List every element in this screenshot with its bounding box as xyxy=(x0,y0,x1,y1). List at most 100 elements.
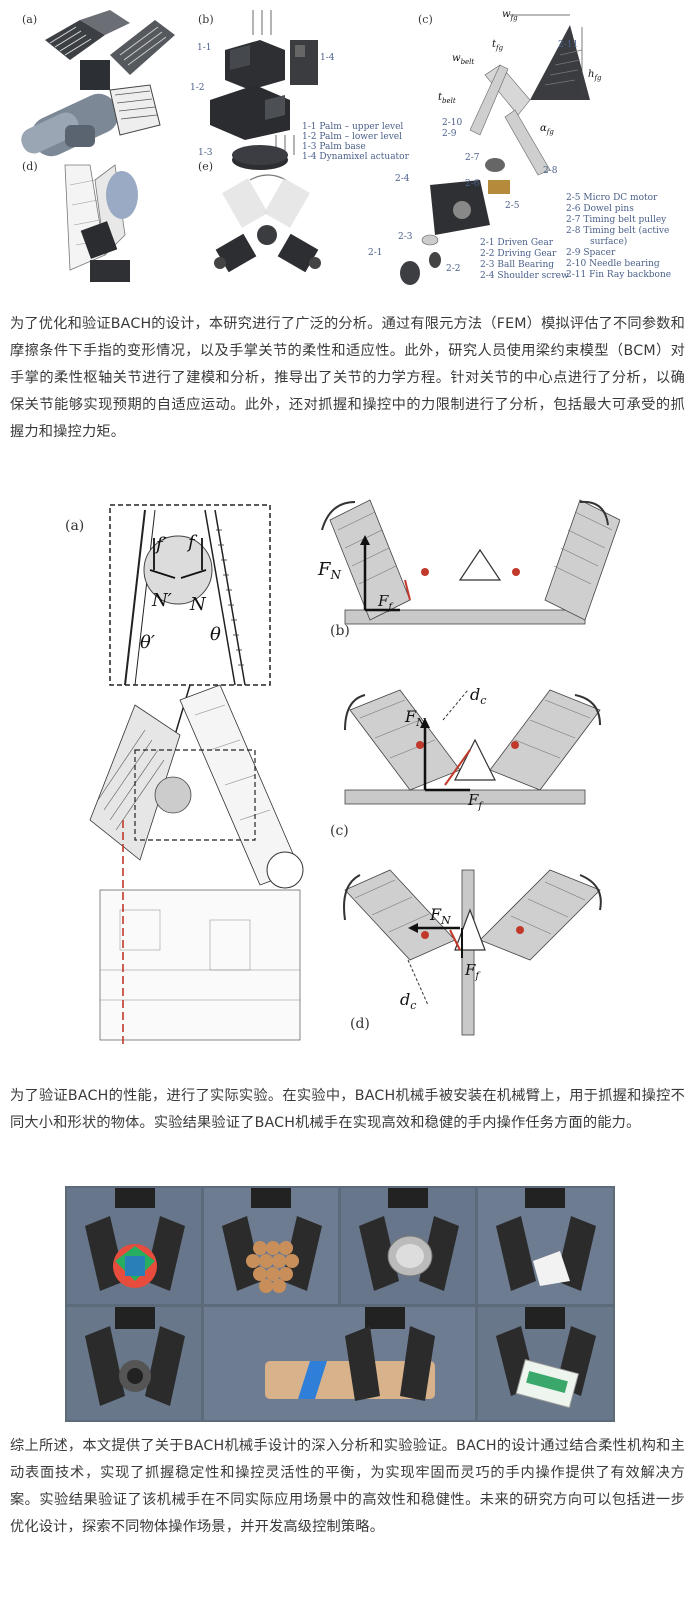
b-part-1-2: 1-2 xyxy=(190,83,205,93)
ff-b-sub: f xyxy=(387,602,394,613)
c-legend-r-7: 2-10 Needle bearing xyxy=(566,259,660,269)
c-part-2-4: 2-4 xyxy=(395,174,410,184)
fig2-label-b: (b) xyxy=(330,623,350,639)
dim-t-belt-sub: belt xyxy=(442,97,456,105)
dim-w-belt: w xyxy=(452,53,461,64)
dim-w-fg: w xyxy=(502,9,511,20)
ff-c: F xyxy=(467,791,479,809)
c-part-2-10: 2-10 xyxy=(442,118,462,128)
ff-c-sub: f xyxy=(477,801,484,812)
ff-b: F xyxy=(377,592,389,610)
panel-e-rotation-render: (e) xyxy=(198,160,321,273)
dc-d-sub: c xyxy=(410,999,416,1012)
c-legend-r-8: 2-11 Fin Ray backbone xyxy=(566,270,671,280)
svg-text:wbelt: wbelt xyxy=(452,53,474,66)
fig1-label-c: (c) xyxy=(418,13,433,26)
dim-alpha-fg: α xyxy=(540,123,547,134)
c-part-2-1: 2-1 xyxy=(368,248,383,258)
ff-d: F xyxy=(464,961,476,979)
panel-b-force-diagram: FN Ff (b) xyxy=(317,499,620,639)
fn-c: F xyxy=(404,707,417,726)
svg-text:αfg: αfg xyxy=(540,123,554,136)
paragraph-analysis: 为了优化和验证BACH的设计，本研究进行了广泛的分析。通过有限元方法（FEM）模… xyxy=(10,316,685,440)
fig1-label-d: (d) xyxy=(22,160,38,173)
dim-t-fg-sub: fg xyxy=(495,44,504,52)
photo-tissue-box xyxy=(478,1307,613,1420)
dim-w-belt-sub: belt xyxy=(461,58,475,66)
svg-text:Ff: Ff xyxy=(464,961,481,982)
dim-alpha-fg-sub: fg xyxy=(546,128,555,136)
c-legend-r-4: 2-8 Timing belt (active xyxy=(566,225,669,236)
fig1-label-e: (e) xyxy=(198,160,213,173)
photo-rubik-ball xyxy=(67,1188,201,1304)
panel-c-force-diagram: FN dc Ff (c) xyxy=(330,685,601,839)
label-f-prime: f′ xyxy=(154,534,167,555)
svg-text:hfg: hfg xyxy=(588,69,602,82)
b-legend-2: 1-2 Palm – lower level xyxy=(302,132,402,142)
panel-b-palm-exploded: (b) 1-1 1-4 1-2 1-3 1-1 Palm – upper lev… xyxy=(190,10,410,170)
c-part-2-2: 2-2 xyxy=(446,264,461,274)
label-N-prime: N′ xyxy=(151,590,172,611)
panel-d-force-diagram: FN Ff dc (d) xyxy=(343,869,602,1036)
figure-1-hardware-design: (a) (b) xyxy=(21,9,671,285)
dc-c-sub: c xyxy=(480,694,486,707)
svg-text:tfg: tfg xyxy=(492,39,504,52)
svg-text:dc: dc xyxy=(470,685,486,707)
c-legend-r-6: 2-9 Spacer xyxy=(566,248,616,258)
c-legend-r-1: 2-5 Micro DC motor xyxy=(566,193,658,203)
fig1-label-a: (a) xyxy=(22,13,37,26)
c-part-2-7: 2-7 xyxy=(465,153,480,163)
fn-b-sub: N xyxy=(330,568,342,582)
fn-b: F xyxy=(317,559,332,580)
fn-d: F xyxy=(429,905,442,924)
b-part-1-4: 1-4 xyxy=(320,53,335,63)
svg-text:dc: dc xyxy=(400,990,416,1012)
svg-text:Ff: Ff xyxy=(377,592,394,613)
c-part-2-8: 2-8 xyxy=(543,166,558,176)
c-part-2-6: 2-6 xyxy=(465,179,480,189)
ff-d-sub: f xyxy=(474,971,481,982)
panel-c-finger-exploded: (c) wfg tfg wbelt hfg tbelt αfg 2-11 2-1… xyxy=(368,9,671,285)
panel-a-arm-render: (a) xyxy=(21,10,175,157)
dim-t-fg: t xyxy=(492,39,497,50)
svg-text:tbelt: tbelt xyxy=(438,92,456,105)
panel-a-contact-detail: (a) f′ f N′ N θ′ θ xyxy=(65,504,304,1045)
b-part-1-1: 1-1 xyxy=(197,43,212,53)
figure-3-experiment-photos xyxy=(65,1186,615,1422)
dim-h-fg: h xyxy=(588,69,594,80)
c-legend-r-3: 2-7 Timing belt pulley xyxy=(566,215,667,225)
dim-w-fg-sub: fg xyxy=(510,14,519,22)
b-legend-1: 1-1 Palm – upper level xyxy=(302,122,403,132)
dc-c: d xyxy=(470,685,480,704)
paragraph-experiment: 为了验证BACH的性能，进行了实际实验。在实验中，BACH机械手被安装在机械臂上… xyxy=(10,1088,685,1131)
panel-d-finger-render: (d) xyxy=(22,160,138,282)
dim-t-belt: t xyxy=(438,92,443,103)
c-part-2-11: 2-11 xyxy=(558,40,578,50)
c-legend-r-2: 2-6 Dowel pins xyxy=(566,204,634,214)
c-part-2-5: 2-5 xyxy=(505,201,520,211)
dc-d: d xyxy=(400,990,410,1009)
label-theta-prime: θ′ xyxy=(140,632,155,653)
c-part-2-3: 2-3 xyxy=(398,232,413,242)
photo-bead-cluster xyxy=(204,1188,338,1304)
b-legend-4: 1-4 Dynamixel actuator xyxy=(302,152,410,162)
fig2-label-d: (d) xyxy=(350,1016,370,1032)
label-theta: θ xyxy=(210,624,221,645)
photo-metal-cylinder xyxy=(341,1188,475,1304)
photo-round-object xyxy=(67,1307,201,1420)
svg-text:FN: FN xyxy=(429,905,451,927)
fn-d-sub: N xyxy=(440,914,451,927)
svg-text:FN: FN xyxy=(404,707,426,729)
fn-c-sub: N xyxy=(415,716,426,729)
b-part-1-3: 1-3 xyxy=(198,148,213,158)
b-legend-3: 1-3 Palm base xyxy=(302,142,366,152)
c-legend-r-5: surface) xyxy=(590,236,627,247)
c-legend-l-3: 2-3 Ball Bearing xyxy=(480,260,554,270)
dim-h-fg-sub: fg xyxy=(593,74,602,82)
label-N: N xyxy=(189,594,207,615)
svg-text:wfg: wfg xyxy=(502,9,518,22)
c-part-2-9: 2-9 xyxy=(442,129,457,139)
svg-text:FN: FN xyxy=(317,559,342,582)
fig1-label-b: (b) xyxy=(198,13,214,26)
c-legend-l-2: 2-2 Driving Gear xyxy=(480,249,557,259)
